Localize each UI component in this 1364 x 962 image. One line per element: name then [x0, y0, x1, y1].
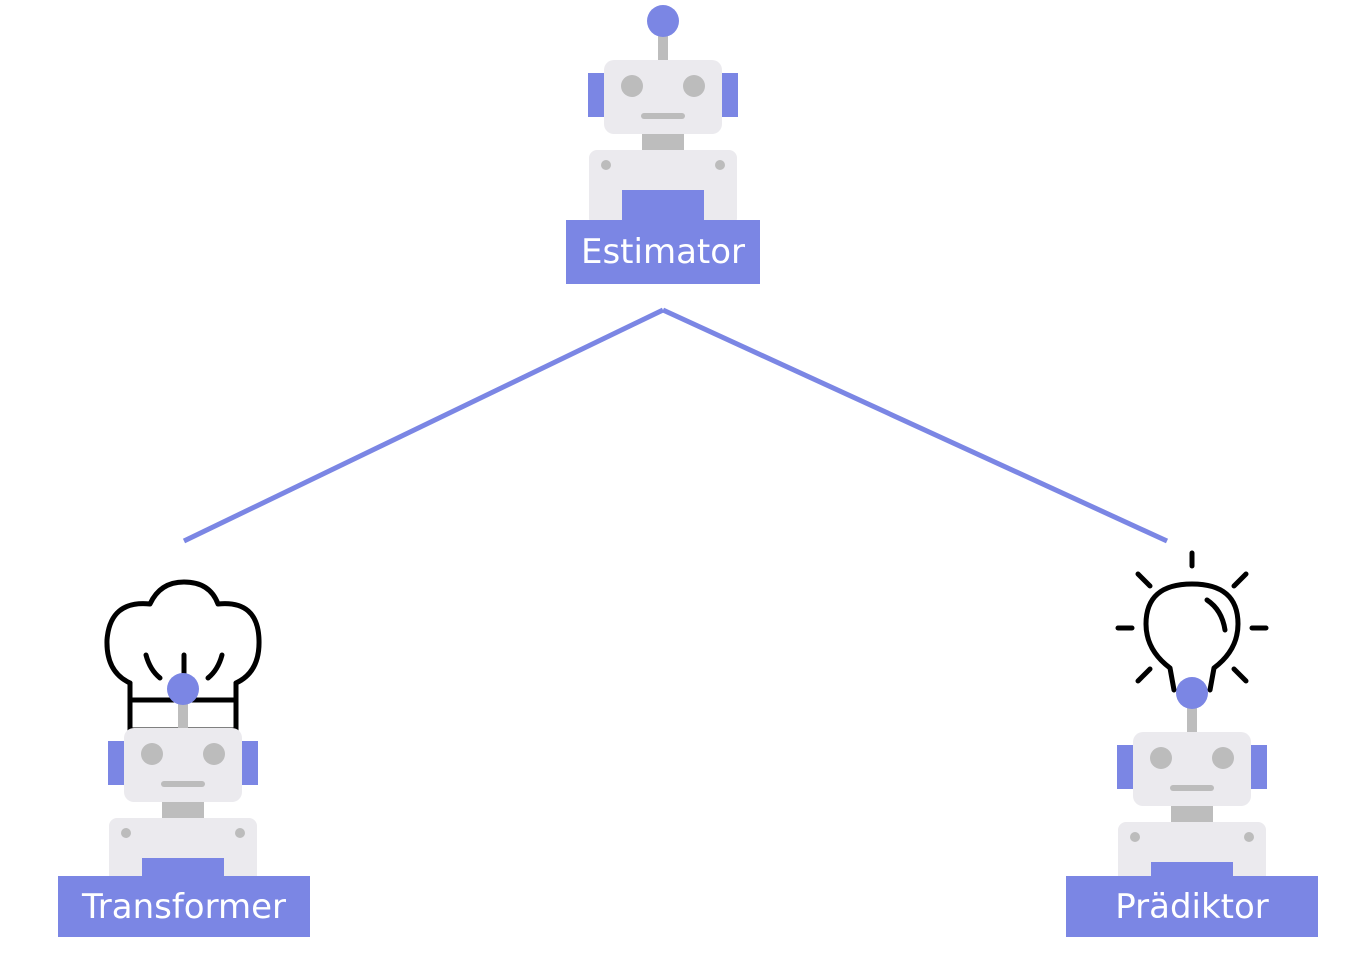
transformer-label-box: [58, 876, 310, 937]
transformer-node: Transformer: [58, 579, 310, 937]
estimator-label-box: [566, 220, 760, 284]
robot-icon: [1117, 677, 1267, 898]
lightbulb-icon: [1115, 550, 1269, 693]
predictor-label: Prädiktor: [1115, 887, 1269, 927]
estimator-node: Estimator: [566, 5, 760, 284]
predictor-label-box: [1066, 876, 1318, 937]
predictor-node: Prädiktor: [1066, 550, 1318, 937]
connector-estimator-predictor: [661, 307, 1169, 544]
transformer-label: Transformer: [81, 887, 286, 927]
connector-estimator-transformer: [182, 307, 665, 544]
estimator-label: Estimator: [581, 232, 745, 272]
robot-icon: [588, 5, 738, 226]
